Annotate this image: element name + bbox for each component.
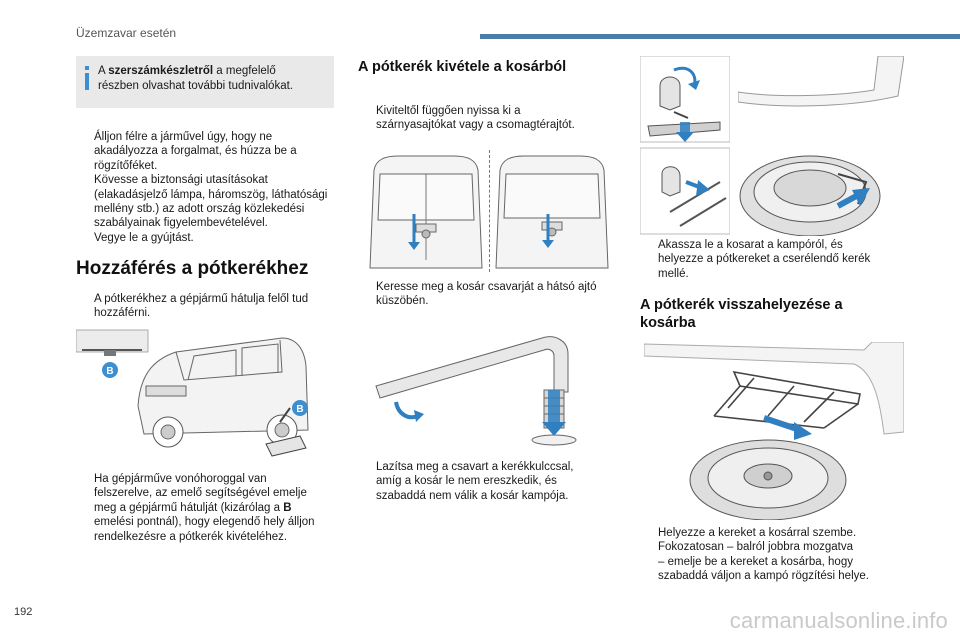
underbody xyxy=(644,342,904,435)
down-arrow-icon xyxy=(542,214,554,248)
step-ignition: Vegye le a gyújtást. xyxy=(94,231,194,244)
right-arrow-icon xyxy=(685,180,710,196)
watermark: carmanualsonline.info xyxy=(729,608,948,633)
reinstall-steps: Helyezze a kereket a kosárral szembe. Fo… xyxy=(658,527,869,583)
down-arrow-icon xyxy=(542,390,566,436)
spare-wheel-lowered-illustration xyxy=(738,56,904,236)
rear-doors-illustration xyxy=(369,155,609,269)
van-rear-tailgate xyxy=(495,155,609,269)
rotate-arrow-icon xyxy=(673,66,700,90)
header-accent-bar xyxy=(480,34,960,39)
jack-text: Ha gépjárműve vonóhoroggal van felszerel… xyxy=(94,473,315,543)
basket xyxy=(713,370,861,429)
spare-wheel xyxy=(689,439,847,520)
down-arrow-icon xyxy=(408,214,420,250)
wheel-brace xyxy=(375,336,577,446)
hook-detail-bottom xyxy=(640,147,730,235)
van-lift-point-illustration: B B xyxy=(76,329,309,457)
svg-text:B: B xyxy=(296,404,303,415)
section-title: Üzemzavar esetén xyxy=(76,26,177,40)
van-rear-quarter xyxy=(137,337,309,457)
access-text: A pótkerékhez a gépjármű hátulja felől t… xyxy=(94,293,309,320)
info-note: A szerszámkészletről a megfelelő részben… xyxy=(76,56,334,108)
info-line-2: részben olvashat további tudnivalókat. xyxy=(98,80,293,92)
safety-steps: Álljon félre a járművel úgy, hogy ne aka… xyxy=(76,130,346,245)
van-rear-hinged-doors xyxy=(369,155,483,269)
down-arrow-icon xyxy=(676,122,694,142)
rotate-arrow-icon xyxy=(394,401,424,422)
divider xyxy=(489,150,490,272)
step-park: Álljon félre a járművel úgy, hogy ne aka… xyxy=(94,131,297,172)
doors-text: Kiviteltől függően nyissa ki a szárnyasa… xyxy=(376,105,575,132)
b-label-small: B xyxy=(102,362,118,378)
info-line-1: A szerszámkészletről a megfelelő xyxy=(98,65,276,77)
hook-detail-illustration xyxy=(640,56,730,235)
lift-point-detail xyxy=(76,329,149,356)
down-arrow-icon xyxy=(836,188,870,209)
loosen-text: Lazítsa meg a csavart a kerékkulccsal, a… xyxy=(376,461,574,502)
heading-remove: A pótkerék kivétele a kosárból xyxy=(358,59,567,75)
heading-access: Hozzáférés a pótkerékhez xyxy=(76,258,309,279)
right-arrow-icon xyxy=(763,415,812,440)
unhook-text: Akassza le a kosarat a kampóról, és hely… xyxy=(658,239,871,280)
step-safety: Kövesse a biztonsági utasításokat (elaka… xyxy=(94,174,328,230)
b-label-car: B xyxy=(292,400,308,416)
info-icon xyxy=(84,66,90,90)
bumper xyxy=(738,56,904,107)
wheel-wrench-illustration xyxy=(375,336,577,446)
page-number: 192 xyxy=(14,606,33,618)
nut-text: Keresse meg a kosár csavarját a hátsó aj… xyxy=(376,281,597,308)
spare-wheel xyxy=(739,155,881,236)
spare-wheel-into-basket-illustration xyxy=(644,342,904,520)
svg-text:B: B xyxy=(106,366,113,377)
heading-reinstall: A pótkerék visszahelyezése a kosárba xyxy=(640,297,843,331)
